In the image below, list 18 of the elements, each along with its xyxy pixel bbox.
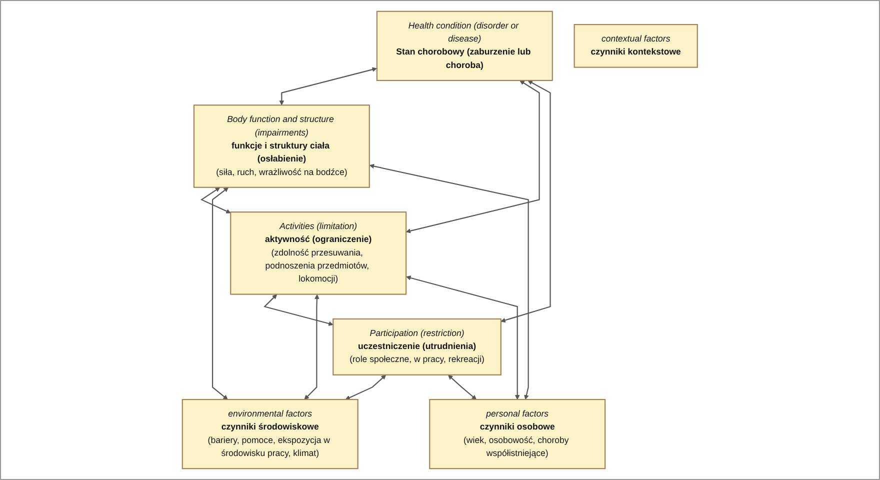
- arrow: [212, 187, 229, 400]
- node-box: Participation (restriction) uczestniczenie (utrudnienia) (role społeczne, w pracy, rekreacji): [332, 318, 502, 376]
- node-box: environmental factors czynniki środowiskowe (bariery, pomoce, ekspozycja w środowisku pracy, klimat): [182, 398, 358, 470]
- arrow: [500, 80, 551, 323]
- node-box: Activities (limitation) aktywność (ograniczenie) (zdolność przesuwania, podnoszenia przedmiotów, lokomocji): [230, 211, 407, 295]
- arrow: [370, 164, 529, 400]
- arrow: [279, 67, 378, 106]
- arrow: [345, 374, 386, 400]
- node-box: contextual factors czynniki kontekstowe: [574, 24, 698, 68]
- arrow: [264, 294, 334, 326]
- arrow: [406, 276, 520, 400]
- arrow: [448, 374, 477, 400]
- node-box: Body function and structure (impairments) funkcje i struktury ciała (osłabienie) (siła, ruch, wrażliwość na bodźce): [194, 104, 370, 188]
- arrow: [406, 80, 540, 234]
- node-box: personal factors czynniki osobowe (wiek, osobowość, choroby współistniejące): [429, 398, 606, 470]
- arrow: [304, 294, 320, 400]
- node-box: Health condition (disorder or disease) Stan chorobowy (zaburzenie lub choroba): [376, 10, 554, 81]
- arrow: [200, 187, 231, 214]
